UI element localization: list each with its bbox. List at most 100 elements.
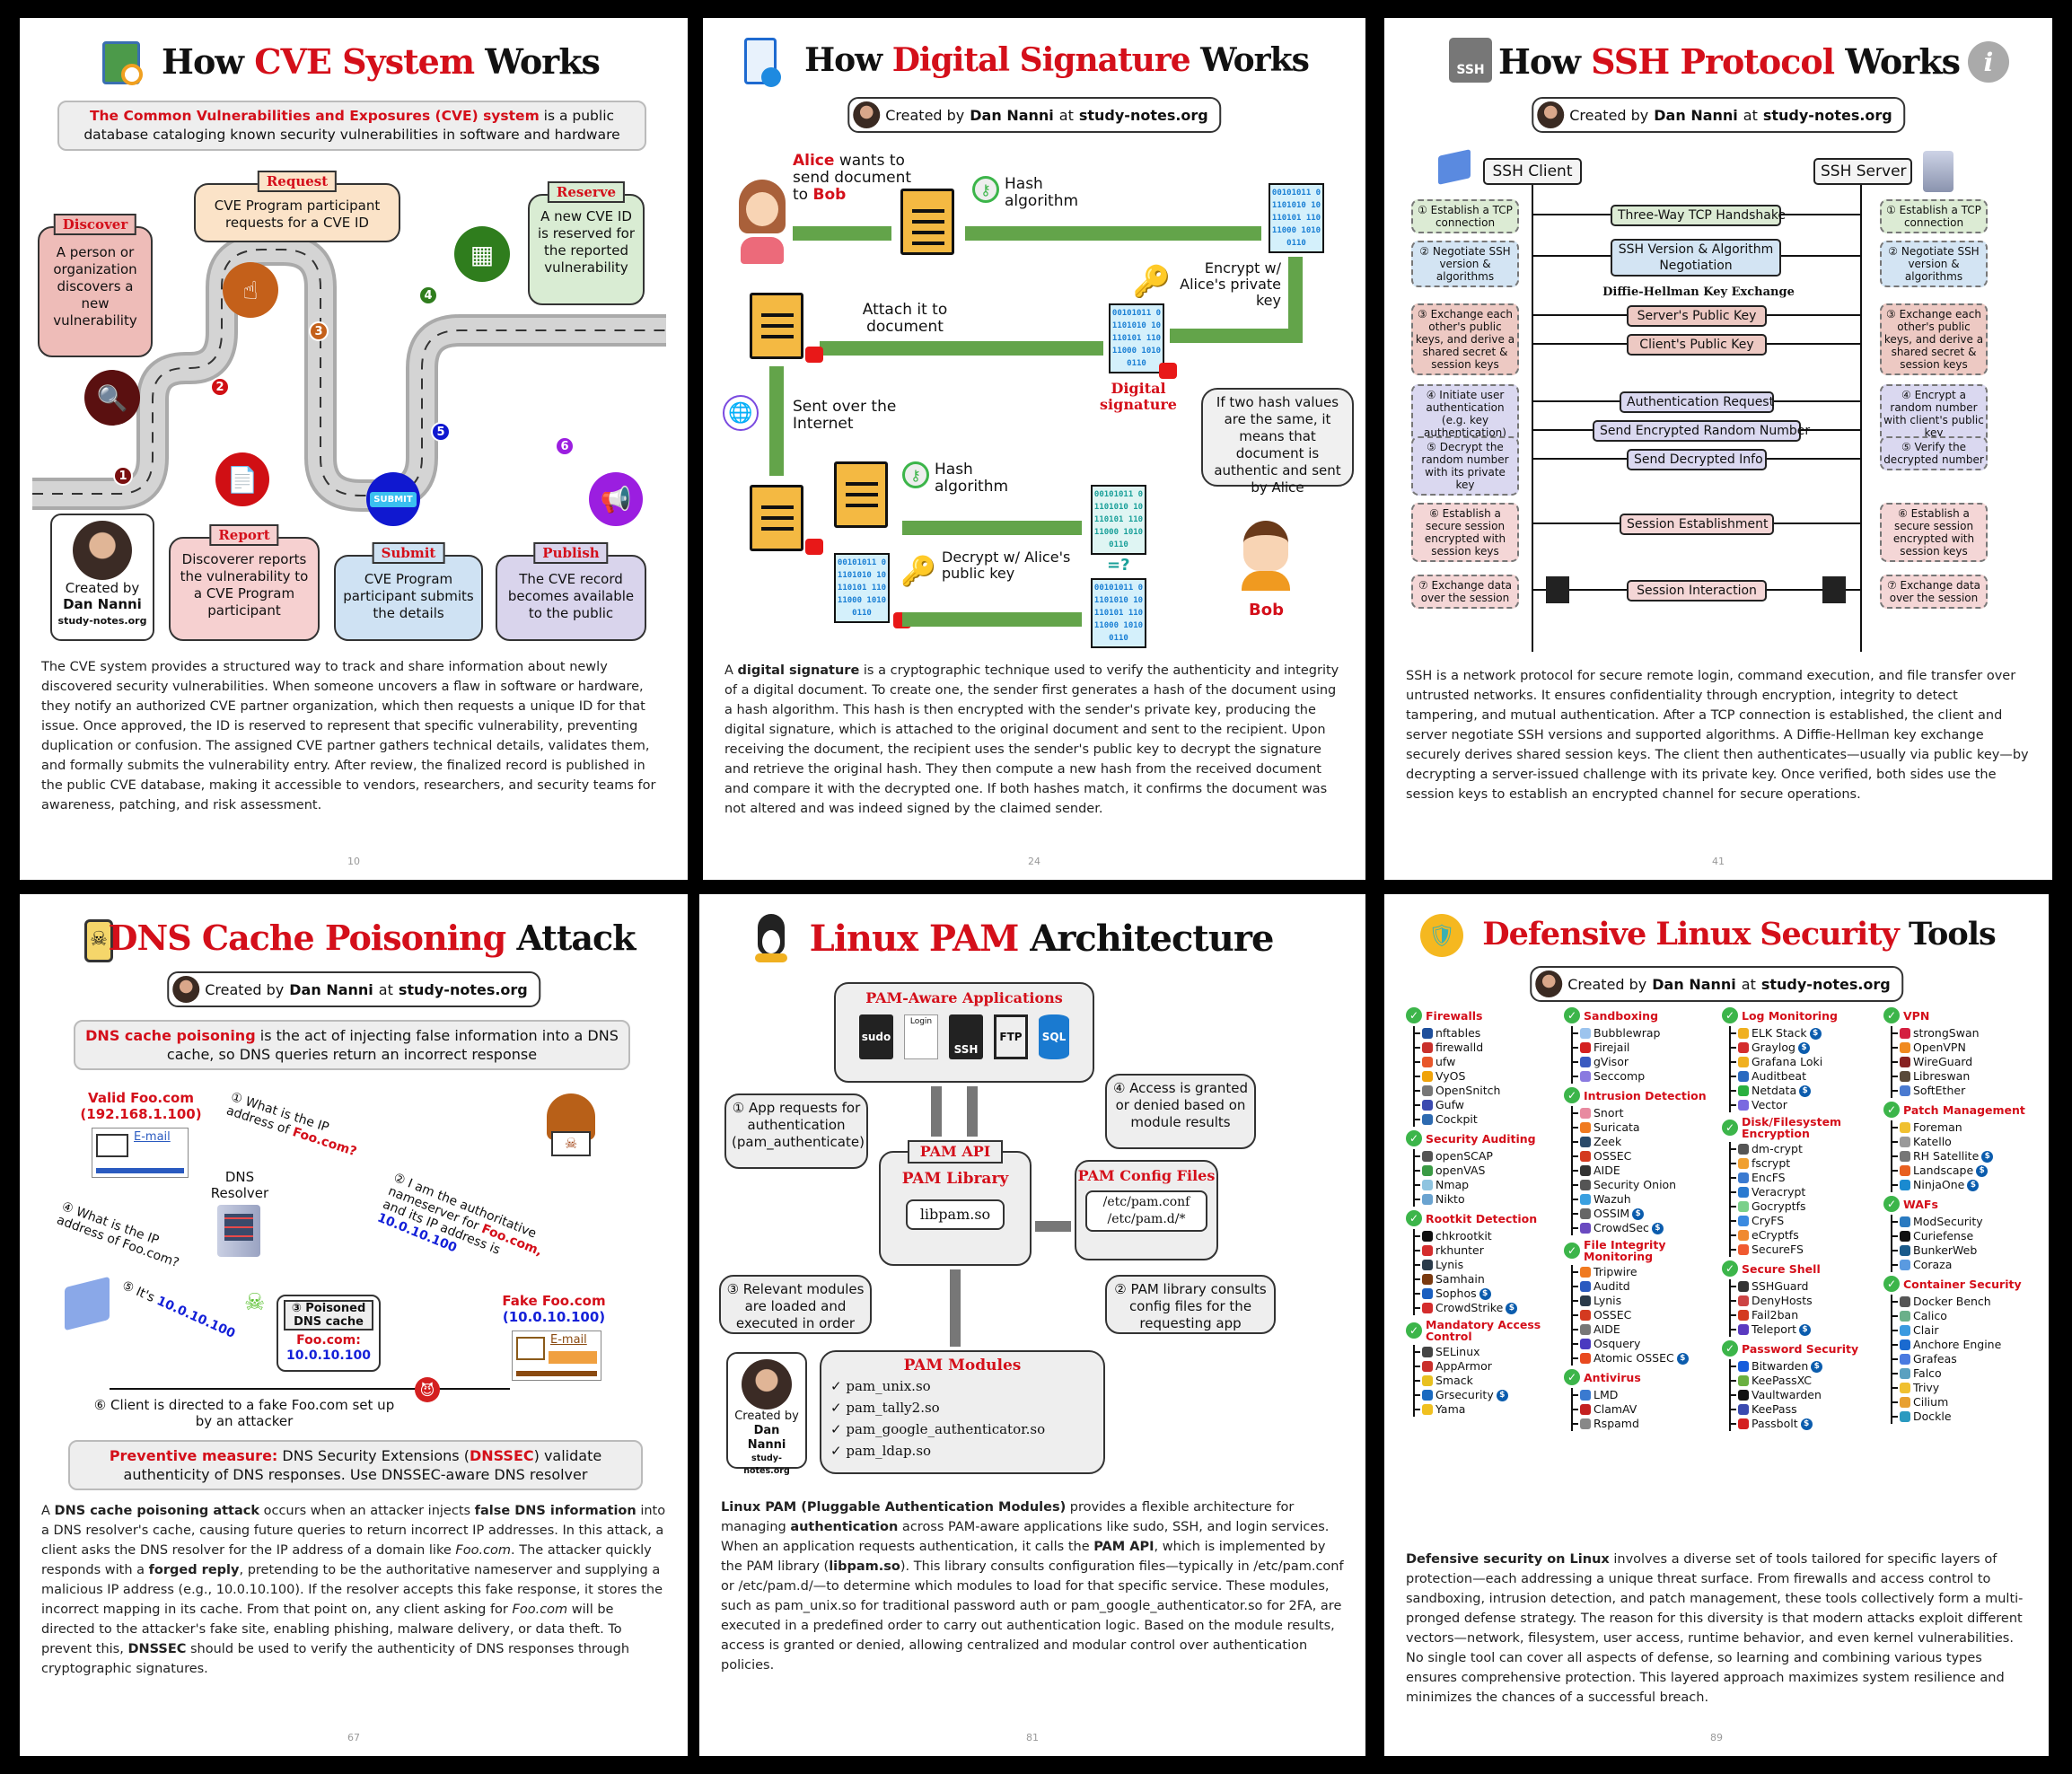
step-6-caption: ⑥ Client is directed to a fake Foo.com s… bbox=[93, 1397, 395, 1429]
body-text-fragment: , pretending to be the authoritative nam… bbox=[41, 1563, 663, 1617]
body-text-fragment: false DNS information bbox=[474, 1504, 637, 1518]
tool-logo-icon bbox=[1422, 1165, 1433, 1176]
check-icon: ✓ bbox=[1722, 1340, 1738, 1357]
tool-logo-icon bbox=[1738, 1281, 1749, 1292]
tool-item: Landscape$ bbox=[1892, 1164, 2036, 1178]
tool-logo-icon bbox=[1580, 1404, 1591, 1415]
tool-item: Anchore Engine bbox=[1892, 1338, 2036, 1352]
tool-item: Zeek bbox=[1573, 1135, 1716, 1149]
tool-item: SELinux bbox=[1415, 1345, 1558, 1359]
hash-value: 00101011 01101010 10110101 11011000 1010… bbox=[1269, 183, 1324, 253]
creator-credit: Created by Dan Nanni at study-notes.org bbox=[167, 971, 540, 1007]
tool-item: Vector bbox=[1731, 1098, 1874, 1112]
tool-logo-icon bbox=[1580, 1165, 1591, 1176]
tool-logo-icon bbox=[1900, 1368, 1910, 1379]
category-name: Sandboxing bbox=[1584, 1008, 1659, 1023]
redirect-line bbox=[110, 1388, 510, 1390]
decrypted-hash: 00101011 01101010 10110101 11011000 1010… bbox=[1091, 578, 1146, 648]
tool-logo-icon bbox=[1580, 1122, 1591, 1133]
tool-logo-icon bbox=[1422, 1245, 1433, 1256]
tool-item: SoftEther bbox=[1892, 1084, 2036, 1098]
server-step-3: ③ Exchange each other's public keys, and… bbox=[1880, 303, 1988, 375]
terminal-icon bbox=[1546, 576, 1569, 603]
body-text-fragment: occurs when an attacker injects bbox=[259, 1504, 475, 1518]
page-ssh-protocol: SSH How SSH Protocol Works i Created by … bbox=[1384, 18, 2052, 880]
step-tag: Submit bbox=[372, 542, 445, 564]
page-defensive-tools: 🛡 Defensive Linux Security Tools Created… bbox=[1384, 894, 2049, 1756]
tool-logo-icon bbox=[1900, 1165, 1910, 1176]
tool-item: OpenSnitch bbox=[1415, 1084, 1558, 1098]
tool-logo-icon bbox=[1580, 1057, 1591, 1067]
avatar bbox=[853, 101, 881, 128]
body-text-fragment: DNSSEC bbox=[127, 1642, 187, 1656]
tool-name: Trivy bbox=[1913, 1381, 1940, 1394]
tool-item: Fail2ban bbox=[1731, 1308, 1874, 1322]
tool-name: Yama bbox=[1435, 1402, 1466, 1416]
step-4-bubble: ④ Access is granted or denied based on m… bbox=[1105, 1074, 1256, 1149]
category-header: ✓Log Monitoring bbox=[1722, 1007, 1874, 1023]
paid-badge-icon: $ bbox=[1799, 1085, 1812, 1097]
tool-item: Veracrypt bbox=[1731, 1185, 1874, 1199]
tool-name: Nmap bbox=[1435, 1178, 1470, 1191]
tool-item: WireGuard bbox=[1892, 1055, 2036, 1069]
tool-item: ModSecurity bbox=[1892, 1215, 2036, 1229]
tool-item: Bubblewrap bbox=[1573, 1026, 1716, 1041]
tool-item: Grafana Loki bbox=[1731, 1055, 1874, 1069]
message-session-interaction: Session Interaction bbox=[1627, 580, 1767, 602]
category-name: Security Auditing bbox=[1426, 1131, 1536, 1146]
tool-logo-icon bbox=[1580, 1267, 1591, 1278]
tool-item: chkrootkit bbox=[1415, 1229, 1558, 1243]
check-icon: ✓ bbox=[1883, 1102, 1900, 1118]
check-icon: ✓ bbox=[1883, 1007, 1900, 1023]
tool-logo-icon bbox=[1738, 1144, 1749, 1155]
ssh-terminal-icon: SSH bbox=[1449, 38, 1492, 83]
envelope-icon bbox=[96, 1134, 128, 1157]
arrow-down-icon bbox=[931, 1086, 942, 1137]
tool-item: Security Onion bbox=[1573, 1178, 1716, 1192]
tool-item: Curiefense bbox=[1892, 1229, 2036, 1243]
client-step-1: ① Establish a TCP connection bbox=[1411, 199, 1519, 233]
tool-logo-icon bbox=[1738, 1404, 1749, 1415]
tool-name: eCryptfs bbox=[1752, 1228, 1799, 1242]
message-version-negotiation: SSH Version & Algorithm Negotiation bbox=[1611, 239, 1781, 277]
tool-logo-icon bbox=[1900, 1245, 1910, 1256]
tool-logo-icon bbox=[1422, 1151, 1433, 1162]
tool-logo-icon bbox=[1738, 1216, 1749, 1226]
tool-item: KeePass bbox=[1731, 1402, 1874, 1417]
tool-logo-icon bbox=[1900, 1085, 1910, 1096]
tool-name: Bitwarden bbox=[1752, 1359, 1809, 1373]
paid-badge-icon: $ bbox=[1809, 1027, 1822, 1040]
check-icon: ✓ bbox=[1564, 1243, 1580, 1259]
body-text-fragment: into a DNS resolver's cache, causing fut… bbox=[41, 1504, 666, 1558]
tool-name: chkrootkit bbox=[1435, 1229, 1492, 1243]
step-number: 6 bbox=[555, 436, 575, 456]
check-icon: ✓ bbox=[1406, 1210, 1422, 1226]
pam-apps-box: PAM-Aware Applications sudo Login SSH FT… bbox=[834, 982, 1094, 1083]
tool-name: Firejail bbox=[1594, 1041, 1630, 1054]
tool-item: Netdata$ bbox=[1731, 1084, 1874, 1098]
dns-resolver-icon bbox=[217, 1205, 260, 1257]
paid-badge-icon: $ bbox=[1651, 1222, 1664, 1234]
tool-item: CryFS bbox=[1731, 1214, 1874, 1228]
step-reserve-card: Reserve A new CVE ID is reserved for the… bbox=[528, 181, 645, 305]
tool-logo-icon bbox=[1422, 1028, 1433, 1039]
page-cve-system: How CVE System Works The Common Vulnerab… bbox=[20, 18, 688, 880]
tool-item: Lynis bbox=[1573, 1294, 1716, 1308]
tool-logo-icon bbox=[1422, 1057, 1433, 1067]
body-text-fragment: authentication bbox=[790, 1520, 899, 1534]
tool-name: Rspamd bbox=[1594, 1417, 1639, 1430]
tool-name: RH Satellite bbox=[1913, 1149, 1980, 1163]
tool-logo-icon bbox=[1422, 1071, 1433, 1082]
tool-name: KeePass bbox=[1752, 1402, 1797, 1416]
tool-item: AppArmor bbox=[1415, 1359, 1558, 1374]
